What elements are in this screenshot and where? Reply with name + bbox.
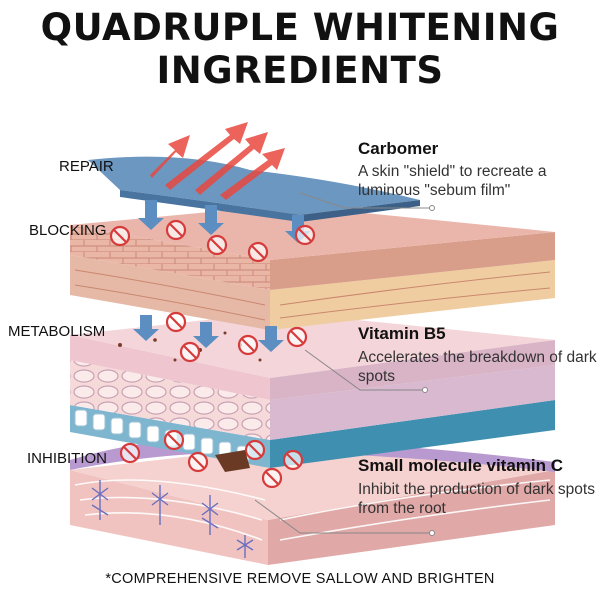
ingredient-name-vitamin-c: Small molecule vitamin C [358, 456, 564, 475]
ingredient-description-carbomer: A skin "shield" to recreate a luminous "… [358, 163, 547, 199]
layer-label-inhibition: INHIBITION [27, 450, 108, 467]
ingredient-description-vitamin-b5: Accelerates the breakdown of dark spots [358, 349, 597, 385]
epidermis-layer [70, 205, 555, 330]
title-line-2: INGREDIENTS [156, 49, 444, 92]
page-title: QUADRUPLE WHITENING INGREDIENTS [0, 6, 600, 92]
layer-label-metabolism: METABOLISM [8, 323, 106, 340]
footer-note: *COMPREHENSIVE REMOVE SALLOW AND BRIGHTE… [105, 571, 495, 587]
layer-label-blocking: BLOCKING [29, 222, 107, 239]
dark-spot [215, 450, 250, 472]
ingredient-description-vitamin-c: Inhibit the production of dark spots fro… [358, 481, 595, 517]
uv-reflection-arrows [150, 122, 285, 200]
basal-layer [70, 312, 555, 468]
layer-label-repair: REPAIR [59, 158, 114, 175]
leader-lines [254, 192, 432, 534]
title-line-1: QUADRUPLE WHITENING [40, 6, 560, 49]
ingredient-name-vitamin-b5: Vitamin B5 [358, 324, 446, 343]
ingredient-name-carbomer: Carbomer [358, 139, 439, 158]
collagen-fibers [91, 480, 254, 558]
penetration-arrows [133, 200, 311, 352]
